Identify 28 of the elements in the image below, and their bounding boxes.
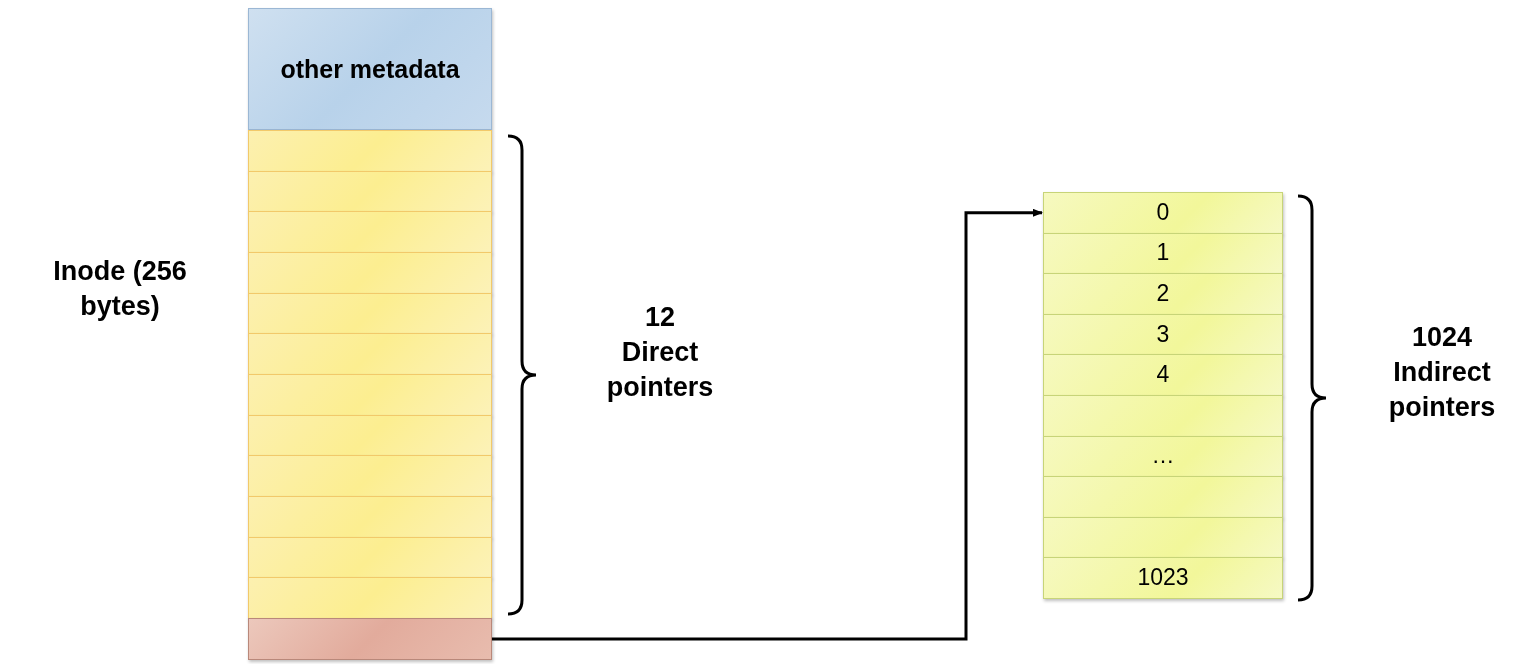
pointer-slot (248, 455, 492, 497)
pointer-slot (248, 252, 492, 294)
block-entry: 1023 (1043, 557, 1283, 599)
pointer-slot (248, 130, 492, 172)
block-entry: 3 (1043, 313, 1283, 356)
pointer-slot (248, 292, 492, 335)
metadata-box: other metadata (248, 8, 492, 130)
block-entry: 0 (1043, 192, 1283, 234)
inode-label: Inode (256 bytes) (52, 255, 188, 324)
block-entry: … (1043, 435, 1283, 478)
indirect-pointer-slot (248, 618, 492, 660)
block-entry (1043, 476, 1283, 518)
pointer-slot (248, 536, 492, 579)
pointer-slot (248, 577, 492, 619)
block-entry (1043, 395, 1283, 437)
indirect-pointers-label: 1024 Indirect pointers (1388, 321, 1496, 425)
pointer-slot (248, 374, 492, 416)
pointer-slot (248, 496, 492, 538)
block-entry: 4 (1043, 354, 1283, 396)
pointer-slot (248, 333, 492, 375)
arrow (492, 208, 1043, 641)
direct-pointers-label: 12 Direct pointers (606, 301, 714, 405)
block-entry: 2 (1043, 273, 1283, 315)
block-entry: 1 (1043, 232, 1283, 275)
pointer-slot (248, 414, 492, 457)
block-entry (1043, 516, 1283, 559)
pointer-slot (248, 211, 492, 253)
pointer-slot (248, 170, 492, 213)
